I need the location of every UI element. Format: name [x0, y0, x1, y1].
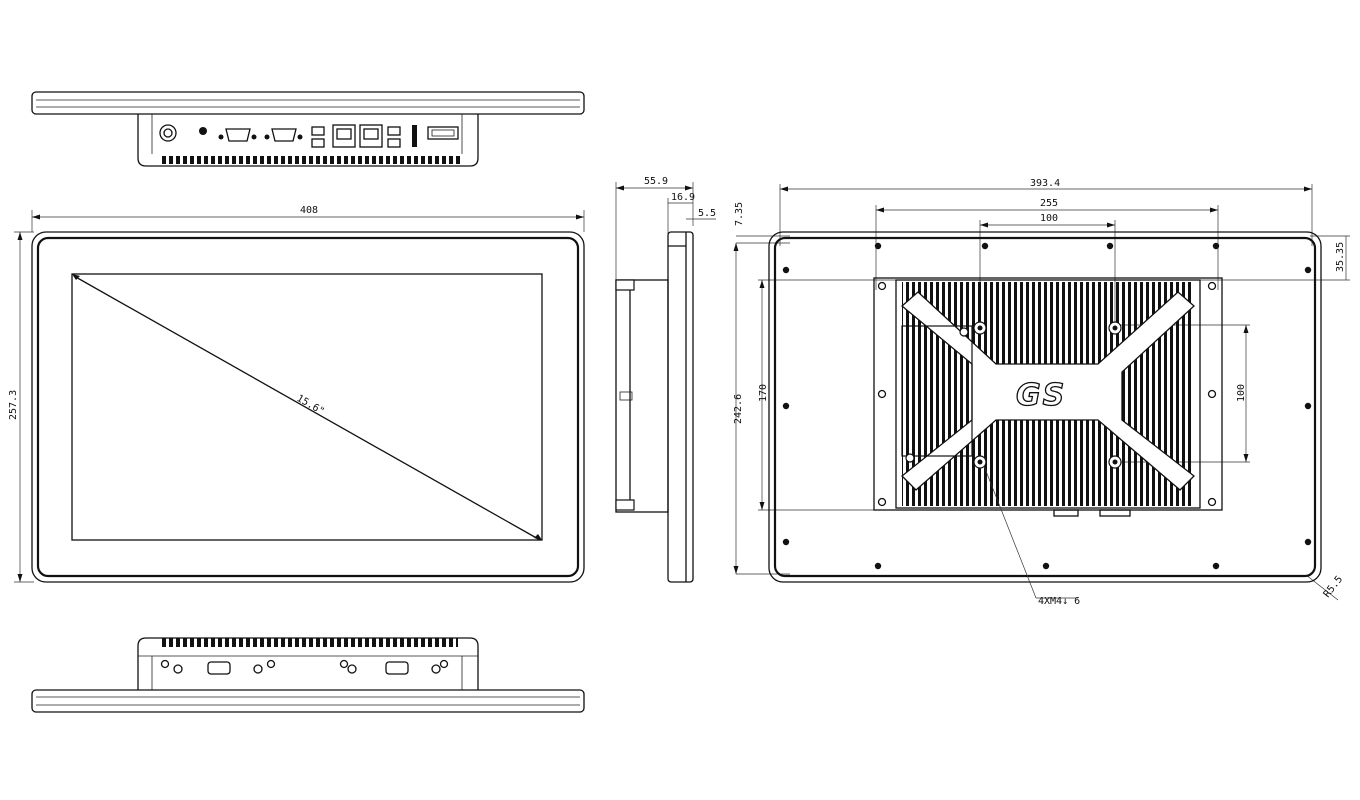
- vesa-outer-dim: 255: [1040, 198, 1058, 209]
- vesa-inner-dim: 100: [1040, 213, 1058, 224]
- perimeter-screws: [782, 242, 1312, 570]
- side-bezel-dim: 16.9: [671, 192, 695, 203]
- rear-view: 393.4 255 100 7.35 242.6 170 100: [733, 178, 1350, 607]
- corner-radius-dim: R5.5: [1322, 574, 1346, 600]
- brand-logo: GS: [1016, 378, 1066, 413]
- vesa-vertical-dim: 100: [1236, 384, 1247, 402]
- inner-height-dim: 170: [758, 384, 769, 402]
- screw-callout: 4XM4↓ 6: [1038, 596, 1080, 607]
- side-panel-dim: 5.5: [698, 208, 716, 219]
- side-view: 55.9 16.9 5.5: [615, 176, 716, 583]
- front-width-dim: 408: [300, 205, 318, 216]
- front-view: 408 257.3 15.6": [8, 205, 585, 583]
- top-offset-dim: 7.35: [734, 202, 745, 226]
- vesa-screws: [905, 321, 1122, 469]
- top-view: [31, 91, 585, 167]
- rear-height-dim: 242.6: [733, 394, 744, 424]
- mount-tabs: [877, 281, 1217, 507]
- x-bracket: [900, 291, 1195, 491]
- top-ports: [159, 124, 459, 148]
- bottom-view: [31, 637, 585, 713]
- side-offset-dim: 35.35: [1335, 242, 1346, 272]
- front-height-dim: 257.3: [8, 390, 19, 420]
- rear-width-dim: 393.4: [1030, 178, 1060, 189]
- diagonal-label: 15.6": [295, 393, 327, 418]
- side-depth-dim: 55.9: [644, 176, 668, 187]
